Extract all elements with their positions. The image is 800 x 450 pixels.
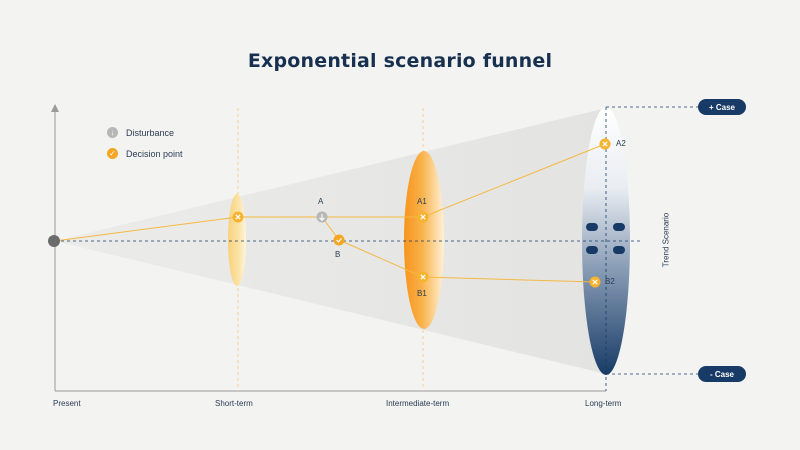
decision-point-short-icon <box>232 211 244 223</box>
decision-point-b2-icon <box>589 276 601 288</box>
point-label-b1: B1 <box>417 289 427 298</box>
trend-capsule-icon <box>613 246 625 254</box>
path-a1-to-a2 <box>422 143 606 218</box>
point-label-b: B <box>335 250 341 259</box>
x-label-present: Present <box>53 399 81 408</box>
x-label-intermediate-term: Intermediate-term <box>386 399 450 408</box>
diagram-title: Exponential scenario funnel <box>247 50 553 72</box>
decision-point-a1-icon <box>417 211 429 223</box>
trend-capsule-icon <box>613 223 625 231</box>
point-label-a1: A1 <box>417 197 427 206</box>
point-label-b2: B2 <box>605 277 615 286</box>
point-label-a2: A2 <box>616 139 626 148</box>
legend-disturbance: ↓ Disturbance <box>107 127 174 138</box>
funnel-shape <box>55 108 606 374</box>
disturbance-a-icon <box>316 211 328 223</box>
minus-case-badge: - Case <box>698 366 746 382</box>
present-point <box>48 235 60 247</box>
path-b1-to-b2 <box>422 276 596 283</box>
trend-scenario-label: Trend Scenario <box>661 212 671 268</box>
point-label-a: A <box>318 197 324 206</box>
x-label-short-term: Short-term <box>215 399 253 408</box>
y-axis-arrow <box>51 104 59 112</box>
short-term-ellipse <box>228 194 246 286</box>
trend-capsule-icon <box>586 246 598 254</box>
decision-point-b1-icon <box>417 271 429 283</box>
decision-point-b-icon <box>333 234 345 246</box>
trend-capsule-icon <box>586 223 598 231</box>
legend-decision-point: ✓ Decision point <box>107 148 183 159</box>
path-trend-to-short <box>54 216 239 242</box>
checkmark-icon: ✓ <box>107 148 118 159</box>
intermediate-term-ellipse <box>404 151 444 329</box>
path-b-to-b1 <box>338 239 424 278</box>
legend-decision-point-label: Decision point <box>126 148 183 159</box>
disturbance-icon: ↓ <box>107 127 118 138</box>
x-label-long-term: Long-term <box>585 399 622 408</box>
plus-case-badge: + Case <box>698 99 746 115</box>
legend-disturbance-label: Disturbance <box>126 127 175 138</box>
decision-point-a2-icon <box>599 138 611 150</box>
